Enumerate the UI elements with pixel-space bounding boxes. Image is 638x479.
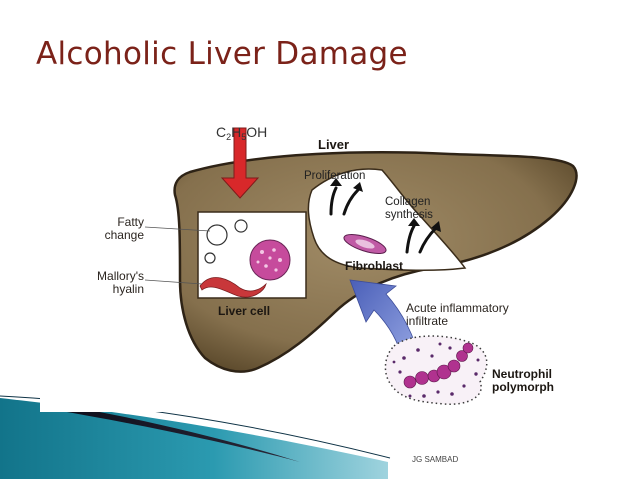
formula-c-subscript: 2 xyxy=(226,132,232,142)
swoosh-dark xyxy=(55,404,300,462)
fat-droplet xyxy=(204,252,216,264)
fibroblast-region xyxy=(307,168,467,272)
liver-diagram: C2H5OH Liver Proliferation Collagen synt… xyxy=(40,100,585,412)
formula-c: C xyxy=(216,124,227,140)
ethanol-formula: C2H5OH xyxy=(216,108,267,142)
liver-illustration xyxy=(144,127,578,405)
label-liver: Liver xyxy=(318,137,350,152)
formula-h-subscript: 5 xyxy=(241,132,247,142)
fat-droplet xyxy=(234,219,248,233)
fat-droplet xyxy=(206,224,228,246)
label-proliferation: Proliferation xyxy=(304,170,366,182)
footer-credit: JG SAMBAD xyxy=(412,455,459,464)
label-fatty-change: Fatty change xyxy=(104,215,144,242)
label-liver-cell: Liver cell xyxy=(218,304,271,318)
label-collagen-synthesis: Collagen synthesis xyxy=(385,196,433,221)
label-acute-inflammatory-infiltrate: Acute inflammatory infiltrate xyxy=(406,301,509,328)
formula-h: H xyxy=(231,124,242,140)
nucleus xyxy=(249,239,291,281)
swoosh-teal xyxy=(0,398,388,479)
ethanol-arrow xyxy=(220,127,260,199)
label-mallorys-hyalin: Mallory's hyalin xyxy=(97,269,144,296)
formula-oh: OH xyxy=(246,124,268,140)
mallory-hyalin xyxy=(199,277,267,298)
slide-title: Alcoholic Liver Damage xyxy=(36,36,408,72)
label-neutrophil-polymorph: Neutrophil polymorph xyxy=(492,367,554,394)
label-fibroblast: Fibroblast xyxy=(345,259,404,273)
